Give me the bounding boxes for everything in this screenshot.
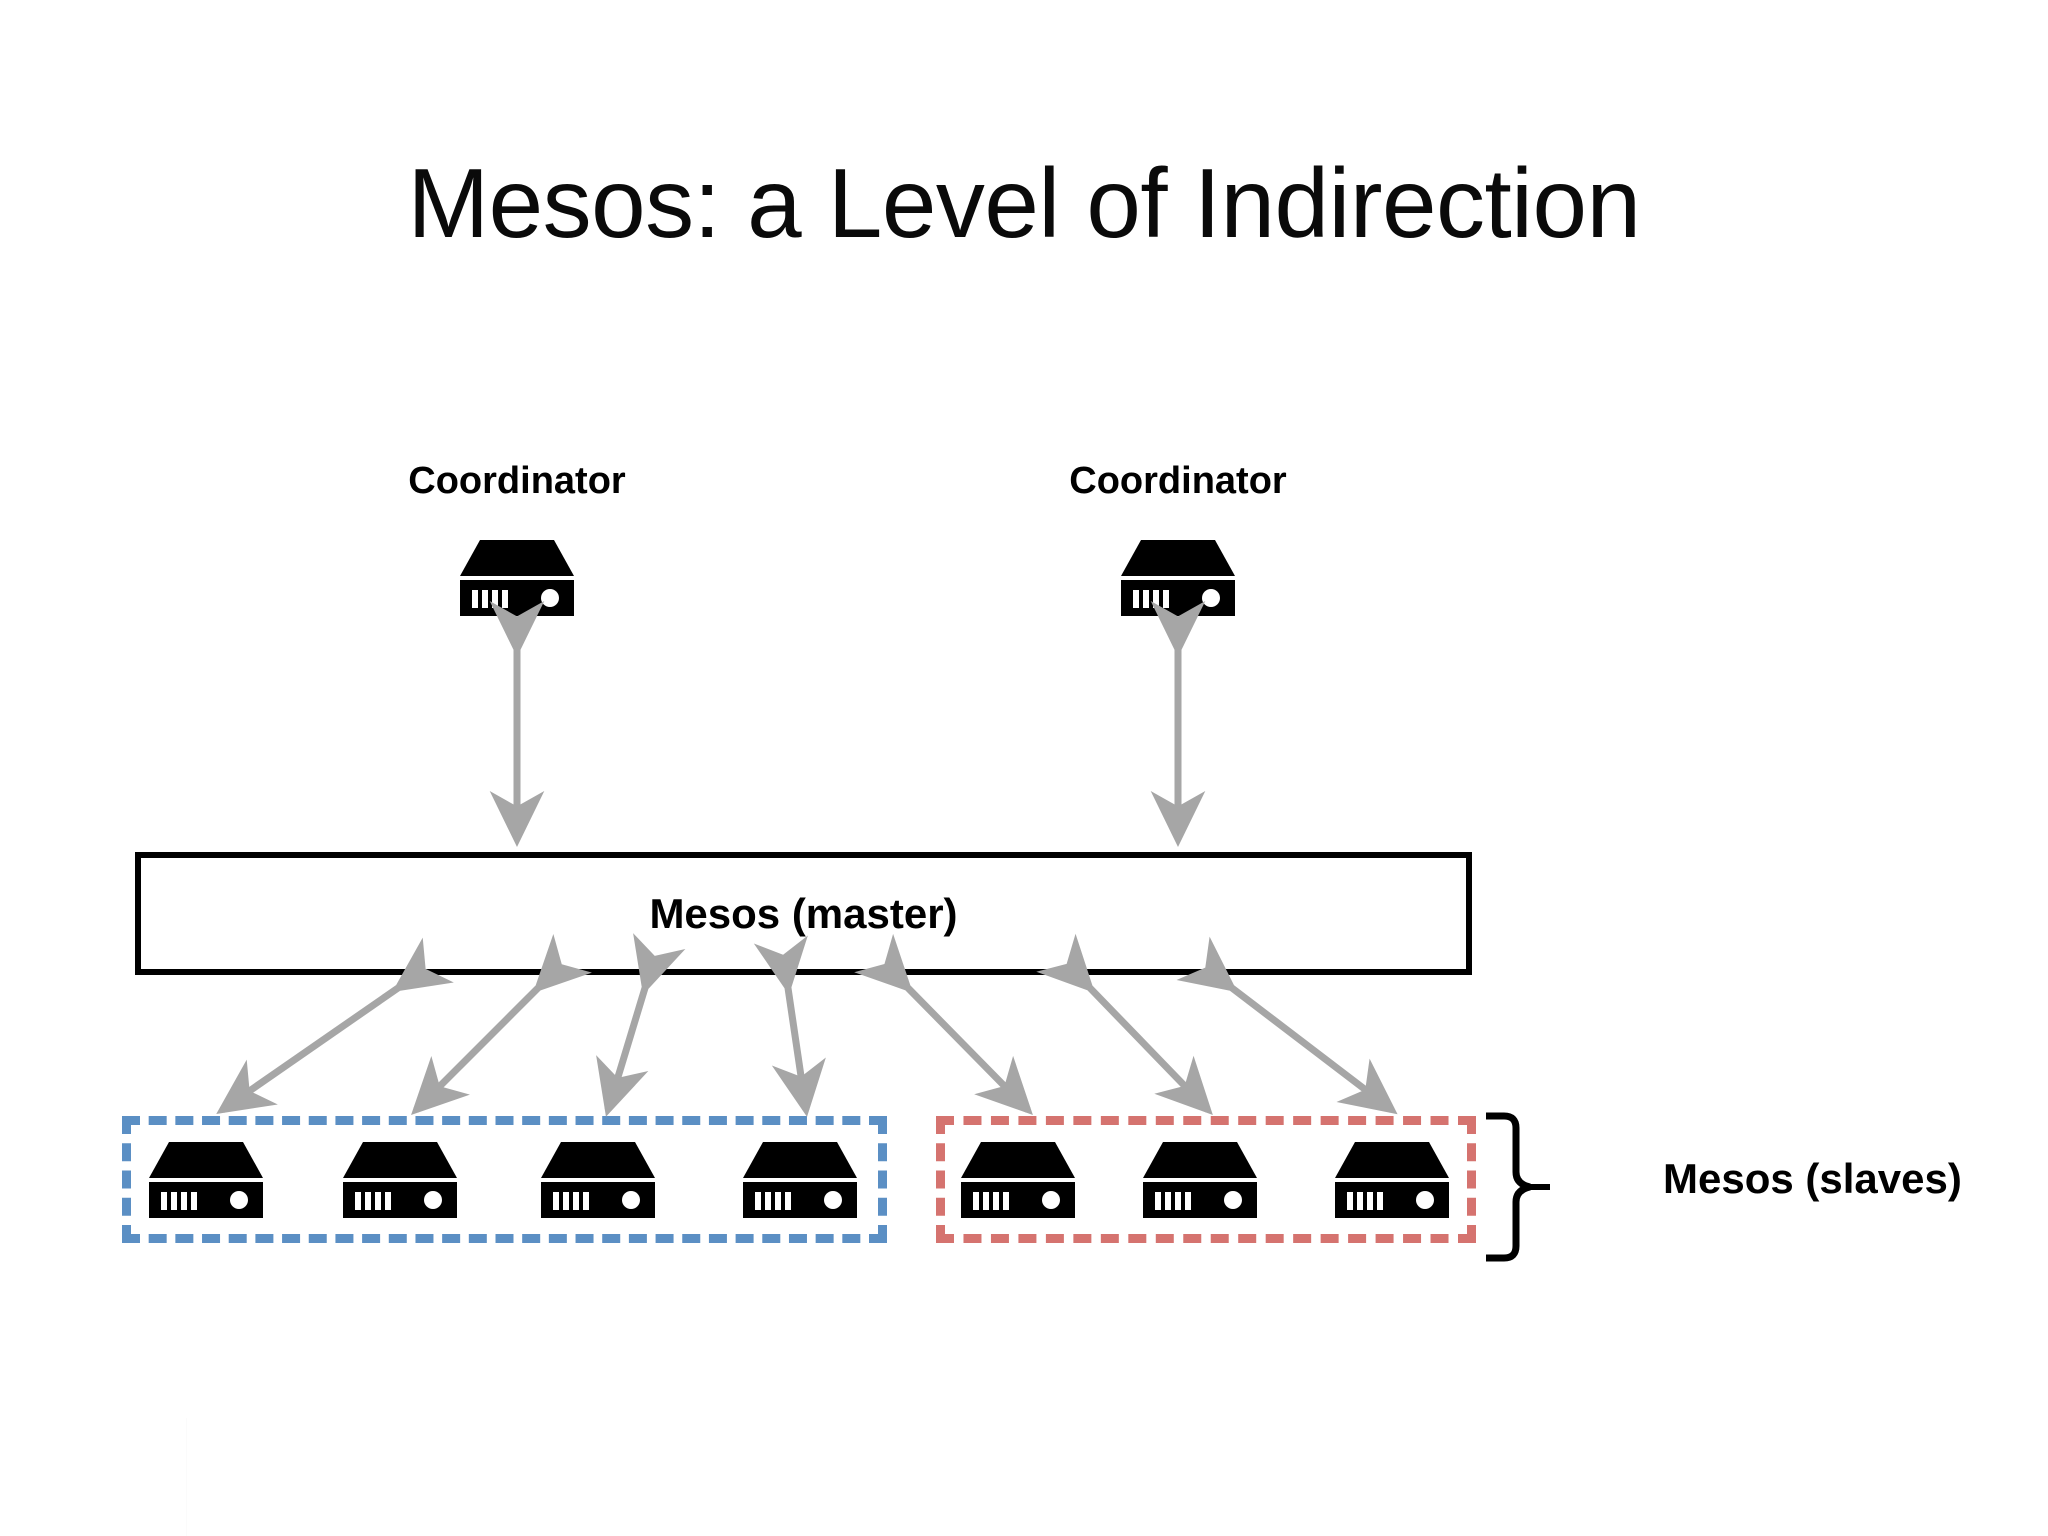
server-icon (1141, 1142, 1259, 1218)
mesos-master-label: Mesos (master) (649, 889, 958, 937)
arrow-master-slave-3 (596, 933, 686, 1117)
server-icon (458, 540, 576, 616)
coordinator-label-1: Coordinator (408, 460, 626, 502)
slide-seam (186, 1418, 187, 1536)
server-icon (1333, 1142, 1451, 1218)
page-title: Mesos: a Level of Indirection (407, 148, 1641, 258)
arrow-master-slave-5 (854, 933, 1033, 1115)
server-icon (539, 1142, 657, 1218)
coordinator-label-2: Coordinator (1069, 460, 1287, 502)
slave-group-red (936, 1116, 1476, 1243)
mesos-slaves-label: Mesos (slaves) (1663, 1155, 1962, 1202)
arrow-master-slave-2 (411, 934, 592, 1115)
mesos-master-box: Mesos (master) (135, 852, 1472, 975)
arrow-master-slave-4 (753, 935, 826, 1117)
arrow-master-slave-7 (1176, 936, 1398, 1115)
server-icon (741, 1142, 859, 1218)
arrow-master-slave-6 (1036, 933, 1213, 1116)
slave-group-blue (122, 1116, 887, 1243)
server-icon (1119, 540, 1237, 616)
server-icon (341, 1142, 459, 1218)
slaves-brace-icon (1482, 1112, 1552, 1262)
arrow-master-slave-1 (216, 937, 454, 1114)
server-icon (959, 1142, 1077, 1218)
server-icon (147, 1142, 265, 1218)
